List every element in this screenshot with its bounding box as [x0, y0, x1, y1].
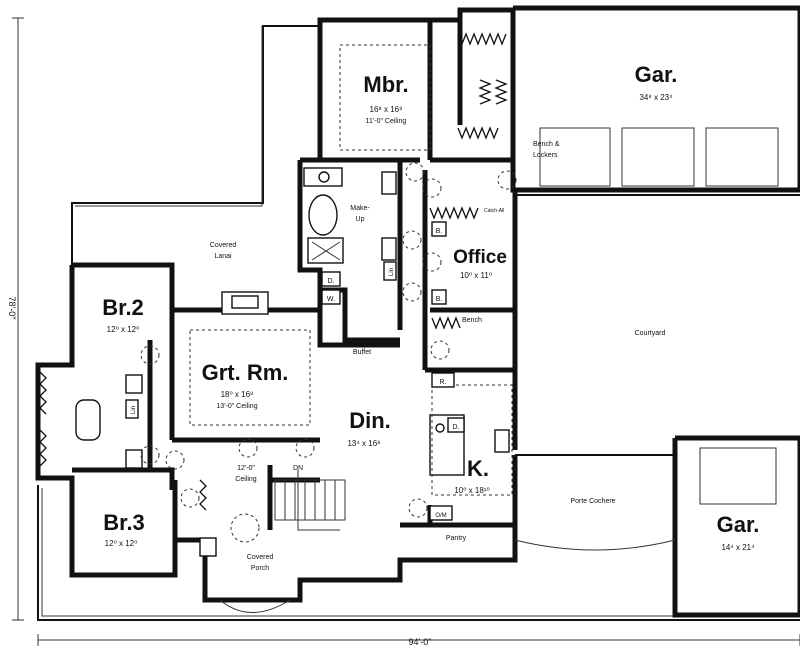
room-garage-small: Gar. 14⁴ x 21⁴: [717, 512, 760, 552]
interior-walls: [72, 20, 515, 540]
buffet-label: Buffet: [353, 349, 371, 356]
garage-doors: [539, 127, 779, 505]
refrigerator-tag: R.: [440, 379, 447, 386]
overall-depth-label: 78'-0": [7, 297, 17, 320]
room-name: Mbr.: [363, 72, 408, 97]
room-dims: 18⁰ x 16⁸: [221, 390, 254, 399]
room-dims: 10⁰ x 18¹⁰: [454, 486, 489, 495]
room-din: Din. 13⁴ x 16⁸: [347, 408, 390, 448]
courtyard-label: Courtyard: [635, 330, 666, 337]
master-closet-hatch: [39, 32, 508, 511]
bench-tag-2: B.: [436, 296, 443, 303]
room-dims: 13⁴ x 16⁸: [347, 439, 380, 448]
foyer-ceiling-label: 12'-0": [237, 465, 255, 472]
room-name: Gar.: [635, 62, 678, 87]
room-name: Br.3: [103, 510, 145, 535]
room-kitchen: K. 10⁰ x 18¹⁰: [454, 456, 489, 495]
oven-microwave-tag: O/M: [435, 513, 446, 519]
dimension-lines: [12, 17, 800, 646]
foyer-ceiling-label-2: Ceiling: [235, 476, 257, 483]
stairs: [274, 470, 346, 531]
appliance-tags: D. W. B. B. R. D. O/M Lin Lin: [125, 221, 465, 521]
room-dims: 14⁴ x 21⁴: [721, 543, 755, 552]
pantry-label: Pantry: [446, 535, 467, 542]
dryer-tag: D.: [328, 278, 335, 285]
bench-lockers-label: Bench &: [533, 141, 560, 148]
washer-tag: W.: [327, 296, 335, 303]
covered-lanai-label: Covered: [210, 242, 237, 249]
door-swings: [140, 162, 517, 543]
room-name: Grt. Rm.: [202, 360, 289, 385]
mbr-tray-ceiling: [339, 44, 431, 151]
makeup-label: Make-: [350, 205, 370, 212]
room-dims: 12⁰ x 12⁰: [105, 539, 138, 548]
room-garage-main: Gar. 34⁸ x 23⁴: [635, 62, 678, 102]
bench-lockers-label-2: Lockers: [533, 152, 558, 159]
bedroom-bath-fixtures: [75, 374, 217, 557]
room-br3: Br.3 12⁰ x 12⁰: [103, 510, 145, 548]
linen-tag-1: Lin: [389, 268, 395, 276]
master-bath-fixtures: [303, 167, 397, 264]
room-dims: 10⁰ x 11⁰: [460, 271, 492, 280]
covered-porch-label-2: Porch: [251, 565, 269, 572]
room-name: K.: [467, 456, 489, 481]
room-name: Gar.: [717, 512, 760, 537]
room-ceiling: 13'-0" Ceiling: [216, 403, 257, 410]
overall-width-label: 94'-0": [409, 637, 432, 647]
covered-porch-label: Covered: [247, 554, 274, 561]
room-grt-rm: Grt. Rm. 18⁰ x 16⁸ 13'-0" Ceiling: [202, 360, 289, 410]
makeup-label-2: Up: [356, 216, 365, 223]
room-ceiling: 11'-0" Ceiling: [366, 118, 407, 125]
room-name: Office: [453, 247, 507, 268]
room-name: Din.: [349, 408, 391, 433]
catch-all-label: Catch-All: [484, 208, 504, 214]
bench-label: Bench: [462, 317, 482, 324]
porte-cochere-arc: [514, 539, 676, 551]
linen-tag-2: Lin: [131, 406, 137, 414]
stair-dn-label: DN: [293, 465, 303, 472]
room-br2: Br.2 12⁰ x 12⁰: [102, 295, 144, 334]
fireplace: [221, 291, 269, 315]
bench-tag-1: B.: [436, 228, 443, 235]
grt-rm-tray-ceiling: [189, 329, 311, 426]
room-mbr: Mbr. 16⁸ x 16⁸ 11'-0" Ceiling: [363, 72, 408, 125]
kitchen-cabinet-line: [431, 384, 513, 496]
lanai-outline: [37, 25, 800, 621]
covered-lanai-label-2: Lanai: [214, 253, 232, 260]
room-dims: 12⁰ x 12⁰: [107, 325, 140, 334]
room-name: Br.2: [102, 295, 144, 320]
porch-arc: [219, 599, 291, 613]
dishwasher-tag: D.: [453, 424, 460, 431]
porte-cochere-label: Porte Cochere: [570, 498, 615, 505]
room-office: Office 10⁰ x 11⁰: [453, 247, 507, 280]
room-dims: 34⁸ x 23⁴: [639, 93, 673, 102]
room-dims: 16⁸ x 16⁸: [370, 105, 403, 114]
